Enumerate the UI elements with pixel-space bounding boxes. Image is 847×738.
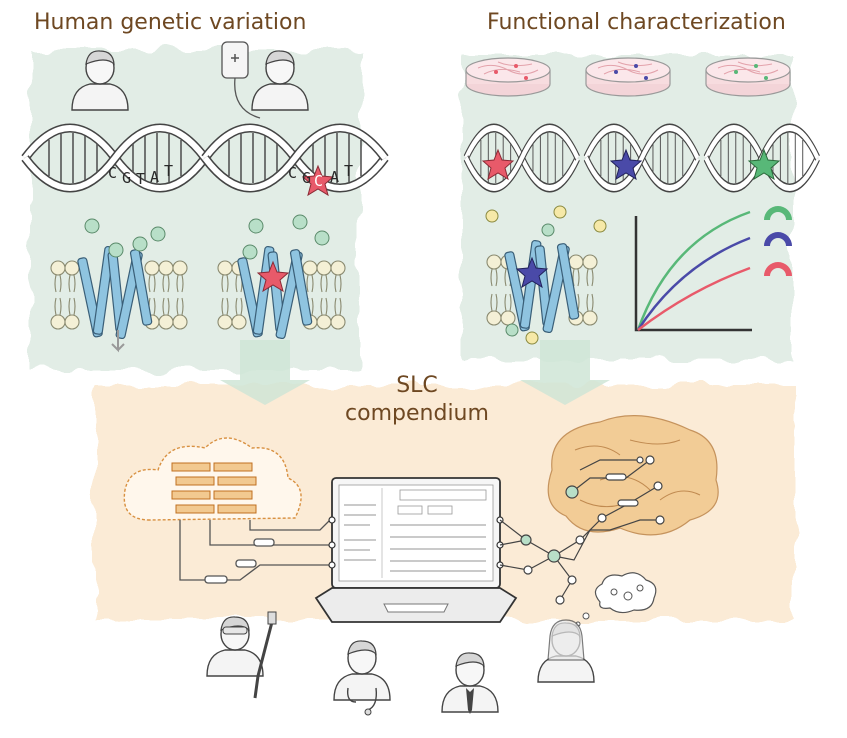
pipette-icon [253, 611, 277, 699]
compendium-title-line2: compendium [345, 401, 489, 426]
right-heading: Functional characterization [487, 10, 786, 35]
data-cables [179, 519, 331, 584]
clinician-person-icon [333, 640, 391, 716]
thinking-person-icon [537, 619, 595, 683]
arrow-right-icon [520, 340, 610, 405]
star-icon [747, 148, 781, 181]
star-icon [609, 148, 643, 181]
star-icon [515, 256, 549, 289]
cloud-database-icon [123, 437, 302, 521]
base-letter: C [314, 172, 323, 190]
brain-network-icon [499, 415, 719, 605]
membrane-blue-variant-icon [485, 205, 607, 345]
compendium-title-line1: SLC [396, 373, 438, 398]
laptop-ports [328, 516, 504, 569]
business-person-icon [441, 652, 499, 714]
laptop-icon [314, 477, 518, 623]
base-letter: C [288, 164, 297, 182]
kinetics-plot [634, 206, 792, 332]
petri-dish-icon [585, 57, 671, 97]
base-letter: G [122, 169, 131, 187]
base-letter: A [330, 168, 339, 186]
base-letter: A [150, 168, 159, 186]
membrane-icon [50, 218, 188, 353]
sequence-variant: C G C A T [288, 162, 353, 197]
iv-bag-icon [221, 41, 261, 119]
arrow-left-icon [220, 340, 310, 405]
base-letter: C [108, 164, 117, 182]
left-heading: Human genetic variation [34, 10, 307, 35]
petri-dish-icon [465, 57, 551, 97]
membrane-variant-icon [217, 214, 346, 340]
thought-bubble-icon [575, 572, 657, 627]
base-letter: T [344, 162, 353, 180]
base-letter: T [136, 170, 145, 188]
base-letter: G [302, 169, 311, 187]
star-icon [301, 164, 335, 197]
star-icon [256, 260, 290, 293]
compendium-title: SLC compendium [317, 372, 517, 428]
base-letter: T [164, 162, 173, 180]
researcher-person-icon [206, 611, 277, 699]
sequence-reference: C G T A T [108, 162, 173, 188]
star-icon [481, 148, 515, 181]
petri-dish-icon [705, 57, 791, 97]
